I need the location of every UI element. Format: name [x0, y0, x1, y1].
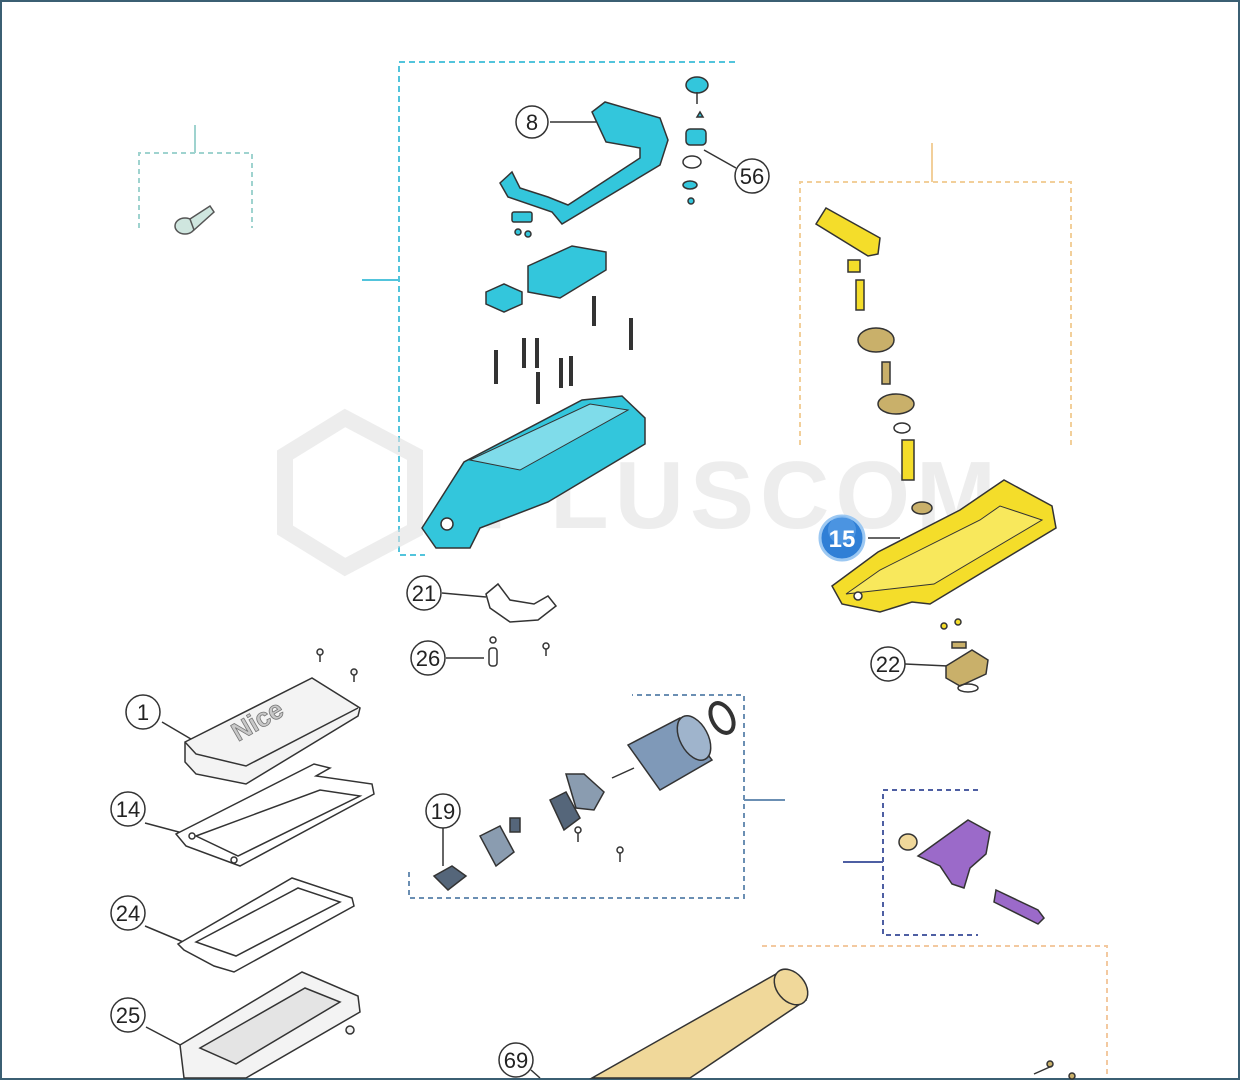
callout-15-highlighted[interactable]: 15 — [818, 514, 866, 562]
callout-label-25: 25 — [116, 1003, 140, 1028]
gasket-part — [174, 763, 375, 973]
callout-1: 1 — [125, 694, 161, 730]
callout-14: 14 — [110, 791, 146, 827]
group-outline-yellow — [799, 143, 1072, 445]
group-outline-purple — [843, 789, 978, 936]
callout-label-14: 14 — [116, 797, 140, 822]
callout-label-26: 26 — [416, 646, 440, 671]
callout-19: 19 — [425, 793, 461, 866]
yellow-parts — [814, 206, 1057, 693]
callout-8: 8 — [515, 105, 549, 139]
key-part — [174, 204, 215, 235]
group-outline-motor — [408, 694, 785, 899]
cyan-parts — [421, 76, 709, 549]
callout-label-56: 56 — [740, 164, 764, 189]
motor-parts — [432, 701, 736, 891]
cover-part: Nice — [184, 648, 361, 785]
callout-69: 69 — [498, 1042, 534, 1078]
callout-label-21: 21 — [412, 581, 436, 606]
callout-label-24: 24 — [116, 901, 140, 926]
callout-24: 24 — [110, 895, 146, 931]
bracket-part — [485, 582, 558, 667]
purple-parts — [898, 819, 1045, 925]
housing-part — [179, 971, 361, 1079]
callout-label-22: 22 — [876, 652, 900, 677]
callout-26: 26 — [410, 640, 446, 676]
callout-25: 25 — [110, 997, 146, 1033]
callout-56: 56 — [734, 158, 770, 194]
callout-label-1: 1 — [137, 700, 149, 725]
callout-21: 21 — [406, 575, 442, 611]
screws-bottom-right — [1033, 1060, 1076, 1080]
group-outline-key — [138, 125, 253, 228]
callout-label-19: 19 — [431, 799, 455, 824]
tube-part — [589, 968, 809, 1079]
group-outline-cyan — [362, 61, 735, 556]
group-outline-tube — [762, 945, 1108, 1075]
callout-22: 22 — [870, 646, 906, 682]
callout-label-8: 8 — [526, 110, 538, 135]
callout-label-15: 15 — [829, 526, 856, 553]
callout-label-69: 69 — [504, 1048, 528, 1073]
